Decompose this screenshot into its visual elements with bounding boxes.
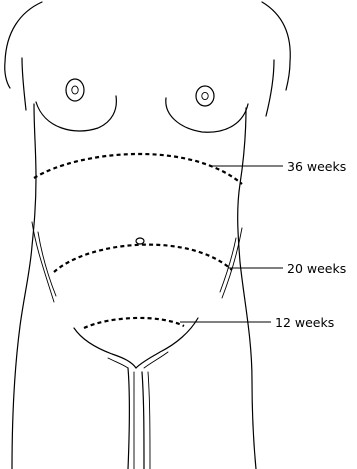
label-12-weeks: 12 weeks: [275, 315, 334, 330]
left-areola: [66, 79, 84, 101]
right-inner-arm-line: [266, 60, 274, 116]
navel: [136, 238, 144, 244]
right-torso-contour: [238, 108, 256, 469]
left-shoulder-line: [5, 2, 42, 88]
left-flank-crease-inner: [38, 232, 56, 296]
right-areola: [196, 86, 214, 106]
right-lower-belly-curve: [136, 318, 198, 368]
label-20-weeks: 20 weeks: [287, 261, 346, 276]
right-shoulder-line: [262, 2, 290, 90]
lower-belly-curve: [74, 328, 136, 368]
right-inner-leg-shadow: [148, 372, 150, 469]
fundal-line-20-weeks: [54, 245, 232, 272]
left-inner-leg: [128, 368, 130, 469]
right-flank-crease-outer: [222, 228, 242, 298]
left-torso-contour: [12, 104, 36, 469]
label-36-weeks: 36 weeks: [287, 159, 346, 174]
left-flank-crease-outer: [32, 222, 54, 302]
left-inner-arm-line: [22, 58, 26, 110]
fundal-line-12-weeks: [84, 318, 184, 328]
right-breast-contour: [166, 98, 248, 132]
left-nipple: [72, 86, 78, 94]
right-nipple: [202, 92, 208, 99]
fundal-line-36-weeks: [34, 154, 242, 184]
right-inner-leg: [142, 372, 144, 469]
